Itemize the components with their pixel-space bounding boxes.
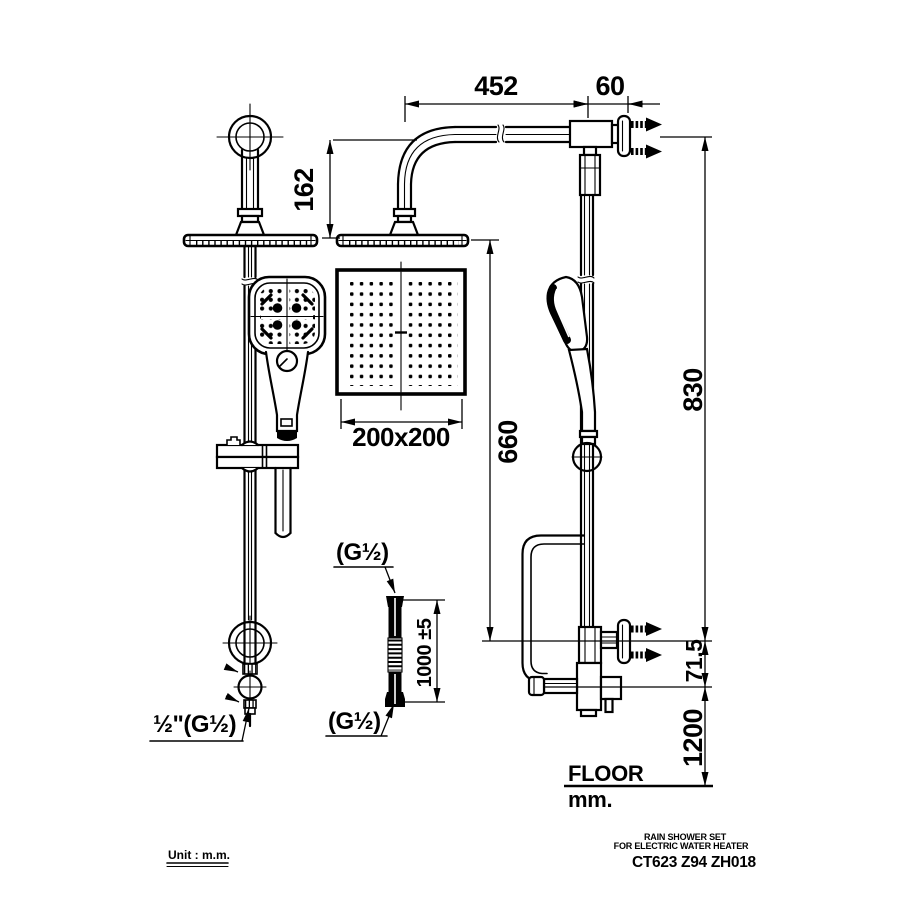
callout-arrow (223, 663, 239, 673)
side-hand-shower (546, 275, 599, 446)
side-overhead-shower (335, 233, 470, 248)
wall-anchor-icon (631, 648, 662, 662)
side-lower-wall-bracket (577, 618, 662, 665)
hose-top-thread-text: (G½) (336, 539, 389, 566)
dim-head-to-outlet: 660 (471, 239, 712, 642)
product-name-line2: FOR ELECTRIC WATER HEATER (614, 841, 749, 851)
floor-label: FLOOR mm. (568, 761, 644, 812)
dim-outlet-to-floor: 1200 (678, 687, 709, 786)
side-shower-arm (388, 124, 572, 237)
side-ring-holder (571, 441, 603, 473)
title-block: RAIN SHOWER SET FOR ELECTRIC WATER HEATE… (614, 832, 757, 871)
dim-hose-length: 1000 ±5 (399, 599, 445, 703)
unit-note-text: Unit : m.m. (168, 848, 230, 862)
front-hand-shower (247, 275, 327, 441)
wall-anchor-icon (631, 622, 662, 636)
dim-arm-length: 452 (404, 71, 589, 122)
front-view: ½"(G½) (149, 103, 327, 742)
front-slider-bracket (215, 436, 300, 473)
dim-hose-length-text: 1000 ±5 (414, 618, 436, 687)
dim-wall-offset-text: 60 (595, 71, 624, 101)
side-view (335, 114, 713, 788)
model-number: CT623 Z94 ZH018 (632, 854, 757, 871)
floor-unit-text: mm. (568, 787, 612, 812)
callout-arrow (224, 692, 240, 703)
dimensions: 452 60 162 200x200 660 (289, 71, 712, 786)
dim-head-size-text: 200x200 (352, 422, 450, 452)
dim-rail-span: 830 (660, 136, 712, 641)
dim-rail-span-text: 830 (678, 368, 708, 412)
hose-bottom-thread-label: (G½) (325, 703, 395, 737)
dim-bracket-to-outlet: 71.5 (545, 639, 712, 688)
front-lower-flange (222, 615, 278, 671)
floor-text: FLOOR (568, 761, 644, 786)
side-water-valve (527, 661, 623, 718)
dim-arm-length-text: 452 (474, 71, 518, 101)
dim-outlet-to-floor-text: 1200 (678, 709, 708, 767)
front-overhead-shower (182, 233, 319, 248)
wall-anchor-icon (631, 144, 662, 159)
dim-arm-drop: 162 (289, 139, 417, 239)
hose-top-thread-label: (G½) (333, 539, 396, 594)
front-top-flange (216, 103, 284, 171)
dim-head-size: 200x200 (340, 399, 463, 452)
product-name-line1: RAIN SHOWER SET (644, 832, 727, 842)
head-bottom-view (335, 261, 467, 411)
dim-bracket-to-outlet-text: 71.5 (681, 639, 707, 682)
front-hose-stub (274, 466, 292, 539)
dim-wall-offset: 60 (573, 71, 660, 113)
side-outlet-spout (527, 675, 579, 697)
front-diverter-valve (223, 663, 267, 728)
outlet-thread-label: ½"(G½) (149, 707, 250, 742)
front-arm-pipe (234, 148, 266, 237)
side-hose-loop (521, 534, 586, 683)
outlet-thread-text: ½"(G½) (153, 711, 236, 738)
hose-bottom-thread-text: (G½) (328, 708, 381, 735)
dim-head-to-outlet-text: 660 (493, 420, 523, 464)
dim-arm-drop-text: 162 (289, 168, 319, 212)
hose-detail: (G½) (G½) (325, 539, 405, 737)
unit-note: Unit : m.m. (166, 848, 230, 868)
wall-anchor-icon (631, 117, 662, 132)
